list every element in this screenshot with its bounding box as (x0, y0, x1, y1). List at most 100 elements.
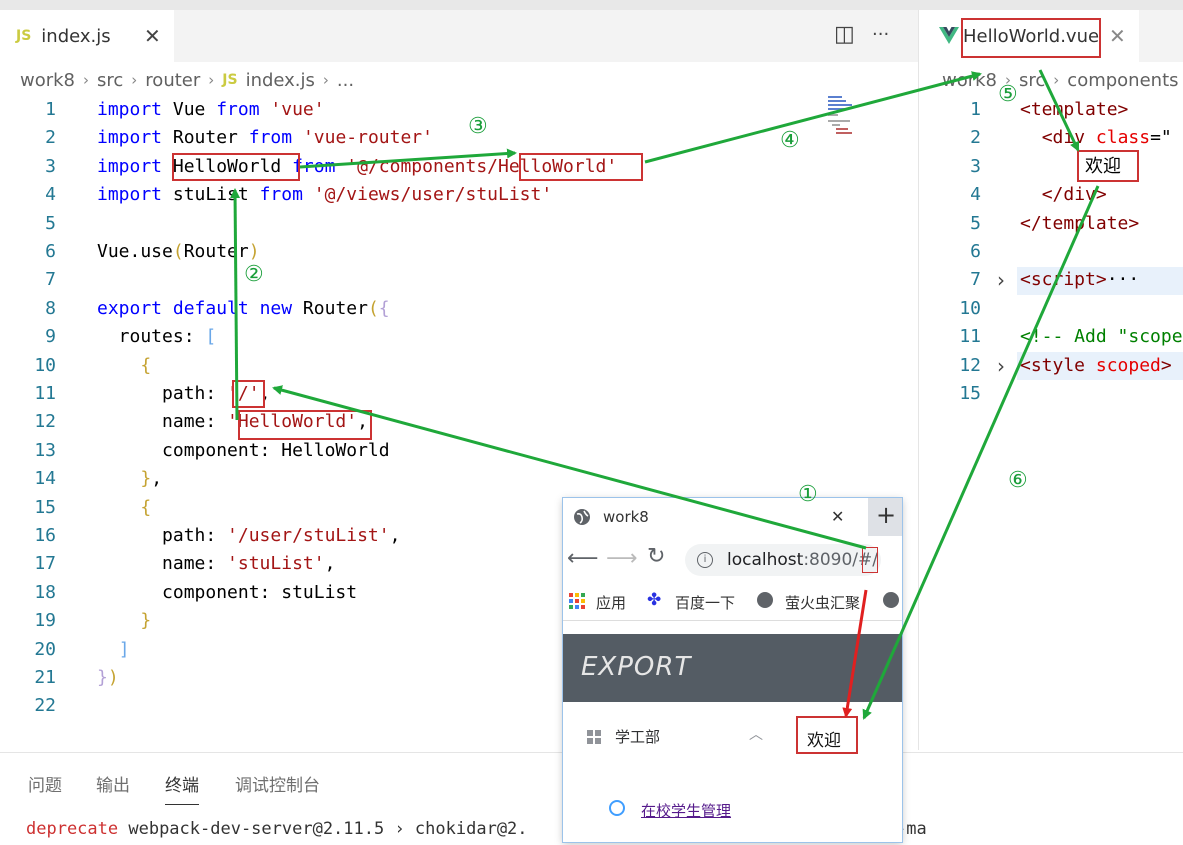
bookmark-firefly[interactable]: 萤火虫汇聚 (785, 594, 861, 612)
browser-tab[interactable]: work8 ✕ (563, 498, 868, 536)
line-number: 20 (34, 638, 56, 660)
code-token: component: HelloWorld (97, 439, 390, 461)
code-token (97, 639, 119, 660)
submenu-item-students[interactable]: 在校学生管理 (641, 802, 732, 820)
more-actions-icon[interactable]: ··· (872, 24, 890, 45)
tab-terminal[interactable]: 终端 (165, 771, 199, 805)
code-token: export (97, 297, 163, 319)
code-line: <style scoped> (1020, 352, 1172, 380)
address-row: ⟵ ⟶ ↻ i localhost:8090/#/ (563, 536, 902, 584)
step-number-4: ④ (780, 128, 800, 153)
globe-icon (757, 592, 773, 608)
code-token (1020, 156, 1085, 177)
chevron-right-icon: › (208, 71, 215, 89)
line-number: 15 (959, 383, 981, 404)
js-file-icon: JS (222, 72, 238, 88)
line-number: 1 (45, 99, 56, 120)
code-token: } (140, 610, 152, 632)
apps-grid-icon[interactable] (569, 593, 585, 609)
code-token: { (378, 297, 390, 319)
baidu-paw-icon: ✤ (647, 590, 662, 610)
tab-index-js[interactable]: JS index.js ✕ (0, 10, 174, 62)
chevron-right-icon: › (322, 71, 329, 89)
browser-tab-title: work8 (603, 508, 649, 526)
code-token: <style (1020, 354, 1086, 376)
code-line: component: HelloWorld (97, 437, 390, 465)
line-number: 3 (45, 155, 56, 177)
code-token: 'vue' (270, 99, 325, 120)
minimap[interactable] (828, 96, 862, 136)
line-number: 2 (45, 127, 56, 149)
code-line: <!-- Add "scope (1020, 323, 1183, 351)
step-number-6: ⑥ (1008, 468, 1028, 493)
code-token: , (324, 553, 336, 575)
close-tab-icon[interactable]: ✕ (144, 24, 161, 48)
line-number: 5 (970, 212, 981, 234)
code-line: <script>··· (1020, 266, 1139, 294)
code-token: [ (205, 326, 217, 348)
js-file-icon: JS (16, 28, 32, 44)
url-text: localhost:8090/#/ (727, 544, 878, 576)
breadcrumb-item[interactable]: ... (336, 69, 355, 91)
code-token: , (151, 468, 163, 490)
bookmark-apps[interactable]: 应用 (596, 594, 627, 612)
breadcrumb-item[interactable]: src (97, 69, 124, 91)
highlight-box (961, 18, 1101, 58)
code-token: scoped (1095, 354, 1161, 376)
tab-output[interactable]: 输出 (96, 776, 130, 796)
line-number: 6 (970, 241, 981, 262)
line-number: 9 (45, 326, 56, 348)
code-token (1085, 127, 1096, 148)
code-line: }) (97, 664, 119, 692)
chevron-up-icon[interactable]: ︿ (749, 727, 763, 743)
fold-chevron-icon[interactable]: › (997, 353, 1005, 378)
new-tab-button[interactable]: + (876, 501, 897, 529)
code-token: Router (162, 127, 249, 149)
code-line: import stuList from '@/views/user/stuLis… (97, 181, 552, 209)
code-line: component: stuList (97, 579, 357, 607)
close-tab-icon[interactable]: ✕ (831, 507, 845, 526)
highlight-box (232, 380, 265, 408)
fold-chevron-icon[interactable]: › (997, 268, 1005, 293)
code-token: from (248, 127, 293, 149)
step-number-2: ② (244, 262, 264, 287)
line-number: 17 (34, 553, 56, 575)
back-icon[interactable]: ⟵ (567, 546, 599, 571)
code-token: path: (97, 383, 228, 404)
address-bar[interactable]: i localhost:8090/#/ (685, 544, 881, 576)
code-token: class (1095, 127, 1151, 149)
code-token: import (97, 155, 163, 177)
highlight-box (238, 410, 372, 440)
line-number: 14 (34, 468, 56, 490)
tab-label: index.js (41, 25, 111, 47)
code-token: ··· (1106, 269, 1140, 291)
info-icon[interactable]: i (697, 552, 713, 568)
code-token: <!-- Add "scope (1020, 326, 1183, 348)
submenu-icon (609, 800, 625, 816)
code-token: ( (172, 241, 184, 262)
code-token (1085, 355, 1096, 376)
breadcrumb-item[interactable]: router (145, 69, 201, 91)
tab-problems[interactable]: 问题 (28, 776, 62, 796)
menu-item-label[interactable]: 学工部 (615, 728, 661, 746)
breadcrumb-item[interactable]: work8 (20, 69, 76, 91)
split-editor-icon[interactable]: ◫ (834, 22, 855, 47)
line-number: 12 (959, 354, 981, 376)
breadcrumb-item[interactable]: components (1067, 69, 1179, 91)
reload-icon[interactable]: ↻ (647, 544, 666, 569)
line-number: 18 (34, 581, 56, 603)
bookmark-baidu[interactable]: 百度一下 (675, 594, 736, 612)
breadcrumb-item[interactable]: index.js (245, 69, 315, 91)
code-token: import (97, 127, 163, 149)
step-number-3: ③ (468, 114, 488, 139)
line-number: 21 (34, 667, 56, 688)
code-token: name: (97, 411, 228, 433)
close-tab-icon[interactable]: ✕ (1109, 24, 1126, 48)
code-line: <div class=" (1020, 124, 1172, 152)
tab-debug-console[interactable]: 调试控制台 (235, 776, 320, 796)
code-token: <script> (1020, 269, 1107, 291)
forward-icon[interactable]: ⟶ (606, 546, 638, 571)
code-token (97, 610, 140, 631)
code-token: Vue.use (97, 241, 173, 262)
